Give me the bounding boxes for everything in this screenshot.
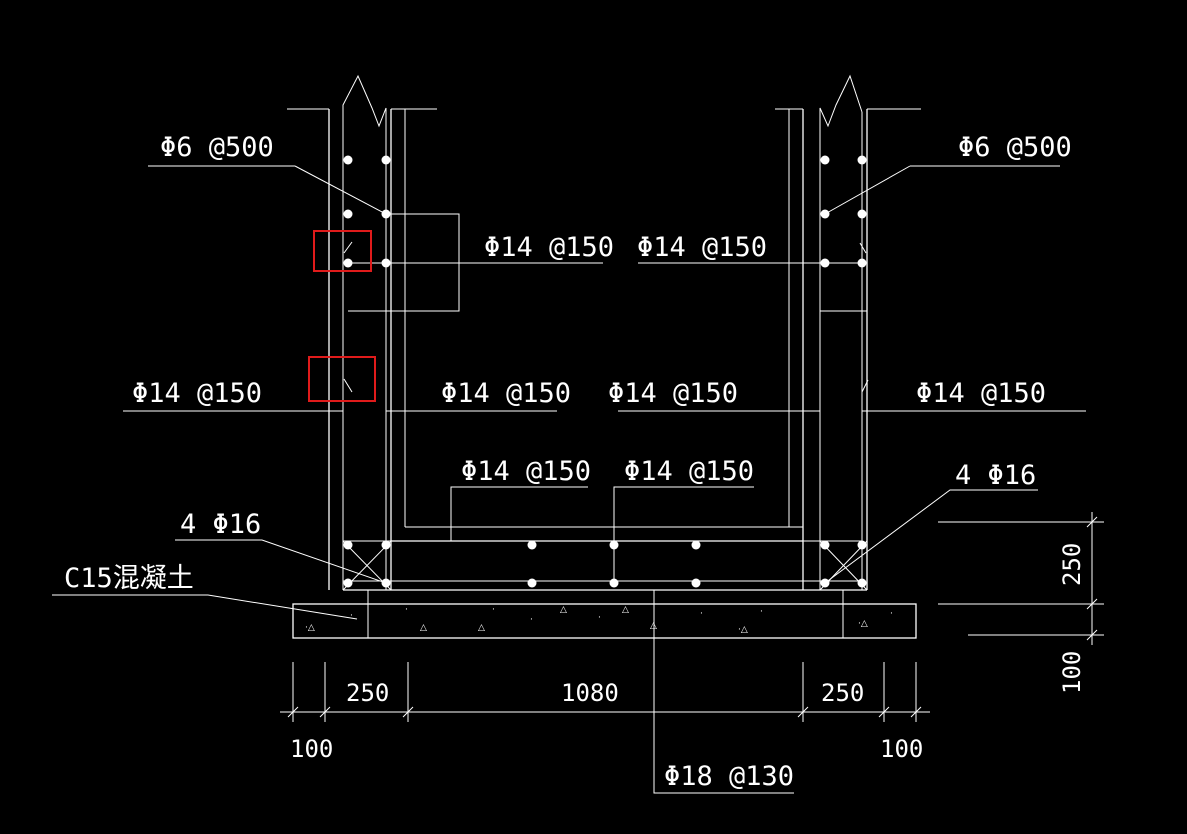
base-slab xyxy=(343,540,867,591)
dim-slab-thickness: 250 xyxy=(1058,543,1086,586)
leader-top-right-diag xyxy=(824,165,911,215)
right-wall-break-symbol xyxy=(819,74,863,128)
label-corner-right: 4 Φ16 xyxy=(955,460,1036,491)
leader-bottom-bar xyxy=(653,590,794,794)
rebar-dot xyxy=(691,540,701,550)
svg-text:△: △ xyxy=(420,623,427,633)
label-bottom-bar: Φ18 @130 xyxy=(664,761,794,792)
svg-text:·: · xyxy=(350,611,353,621)
dim-tick xyxy=(402,706,414,718)
leader-corner-right xyxy=(824,489,1038,584)
rebar-dot xyxy=(343,209,353,219)
svg-text:·: · xyxy=(492,605,495,615)
leader-tick-upper-right xyxy=(859,242,867,254)
rebar-dots xyxy=(343,155,867,588)
dim-vtick xyxy=(1086,598,1098,610)
svg-text:·: · xyxy=(700,609,703,619)
dim-tick xyxy=(287,706,299,718)
svg-text:·: · xyxy=(530,615,533,625)
dim-left-cover: 100 xyxy=(290,735,333,763)
leader-tick-right xyxy=(861,379,869,393)
svg-text:·△: ·△ xyxy=(738,625,748,635)
rebar-dot xyxy=(527,540,537,550)
blinding-outline xyxy=(292,603,917,639)
svg-text:△: △ xyxy=(622,605,629,615)
rebar-dot xyxy=(820,540,830,550)
leader-slab-right xyxy=(613,486,754,541)
label-top-left-dist: Φ6 @500 xyxy=(160,132,274,163)
concrete-hatch: ·△ · · △ △ · · △ · △ △ · ·△ · ·△ · xyxy=(305,605,893,635)
leader-top-left-diag xyxy=(294,165,387,215)
rebar-dot xyxy=(691,578,701,588)
rebar-dot xyxy=(857,209,867,219)
rebar-dot xyxy=(857,540,867,550)
dim-clear-span: 1080 xyxy=(561,679,619,707)
leader-slab-left xyxy=(450,486,588,541)
rebar-dot xyxy=(857,155,867,165)
label-slab-top-right: Φ14 @150 xyxy=(624,456,754,487)
rebar-dot xyxy=(381,155,391,165)
leader-tick-upper-left xyxy=(343,241,353,254)
rebar-dot xyxy=(343,155,353,165)
dim-blinding-thickness: 100 xyxy=(1058,651,1086,694)
rebar-dot xyxy=(381,540,391,550)
label-slab-top-left: Φ14 @150 xyxy=(461,456,591,487)
rebar-dot xyxy=(527,578,537,588)
label-mid-left-outer: Φ14 @150 xyxy=(132,378,262,409)
left-wall-break-symbol xyxy=(342,74,387,128)
right-wall xyxy=(775,74,921,604)
dim-tick xyxy=(910,706,922,718)
label-mid-right-inner: Φ14 @150 xyxy=(608,378,738,409)
leader-tick-left xyxy=(343,378,353,393)
rebar-dot xyxy=(857,578,867,588)
dim-vtick xyxy=(1086,629,1098,641)
callout-labels: Φ6 @500 Φ6 @500 Φ14 @150 Φ14 @150 Φ14 @1… xyxy=(64,132,1072,792)
svg-text:·: · xyxy=(405,605,408,615)
highlight-box-upper[interactable] xyxy=(313,230,372,272)
rebar-dot xyxy=(343,540,353,550)
label-concrete: C15混凝土 xyxy=(64,563,194,594)
label-corner-left: 4 Φ16 xyxy=(180,509,261,540)
label-mid-right-outer: Φ14 @150 xyxy=(916,378,1046,409)
svg-text:·△: ·△ xyxy=(305,623,315,633)
dim-left-wall: 250 xyxy=(346,679,389,707)
leader-lines xyxy=(52,165,1086,794)
label-upper-left-inner: Φ14 @150 xyxy=(484,232,614,263)
label-upper-right-inner: Φ14 @150 xyxy=(637,232,767,263)
label-top-right-dist: Φ6 @500 xyxy=(958,132,1072,163)
svg-text:·: · xyxy=(890,609,893,619)
dim-right-wall: 250 xyxy=(821,679,864,707)
dim-tick xyxy=(319,706,331,718)
leader-corner-left xyxy=(175,539,387,584)
rebar-dot xyxy=(820,155,830,165)
svg-text:△: △ xyxy=(478,623,485,633)
leader-concrete xyxy=(52,594,358,620)
label-mid-left-inner: Φ14 @150 xyxy=(441,378,571,409)
svg-text:·△: ·△ xyxy=(858,619,868,629)
rebar-dot xyxy=(343,578,353,588)
dimensions: 250 1080 250 100 100 250 100 xyxy=(280,512,1104,763)
svg-text:△: △ xyxy=(560,605,567,615)
dim-vtick xyxy=(1086,516,1098,528)
highlight-box-lower[interactable] xyxy=(308,356,376,402)
dim-right-cover: 100 xyxy=(880,735,923,763)
left-wall xyxy=(287,74,437,604)
blinding-layer: ·△ · · △ △ · · △ · △ △ · ·△ · ·△ · xyxy=(292,603,917,639)
dim-tick xyxy=(878,706,890,718)
svg-text:·: · xyxy=(598,613,601,623)
svg-text:·: · xyxy=(760,607,763,617)
dim-tick xyxy=(797,706,809,718)
